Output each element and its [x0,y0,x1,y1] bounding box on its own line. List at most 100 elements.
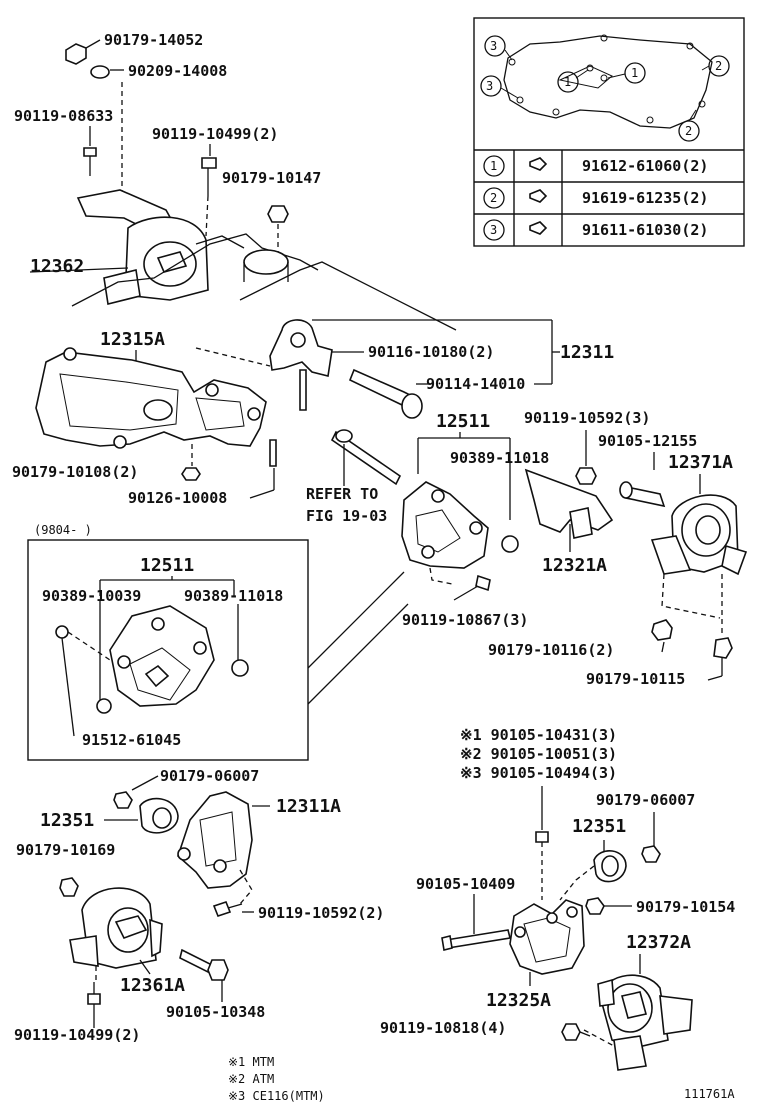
nut-90179-06007-right: 90179-06007 [596,791,695,863]
nut-90179-10169: 90179-10169 [16,841,115,897]
bracket-12311A: 12311A [177,791,341,905]
subview-9804: (9804- ) 12511 90389-10039 90389-11018 9… [27,523,309,761]
part-label: 2 [715,59,722,73]
part-label: 90119-10867(3) [402,611,528,629]
part-label: 12325A [486,990,551,1011]
washer-90209-14008: 90209-14008 [90,62,227,80]
part-label: 12511 [436,411,490,432]
bolt-90105-10348: 90105-10348 [166,948,265,1021]
part-label: 90116-10180(2) [368,343,494,361]
inset-panel: 3 1 1 3 2 2 1 91612-61060(2) 2 91619-612… [473,17,745,247]
nut-90179-10115: 90179-10115 [586,637,733,688]
part-label: 90105-12155 [598,432,697,450]
part-label: 91612-61060(2) [582,157,708,175]
part-label: 90179-06007 [596,791,695,809]
mount-12362: 12362 [29,189,209,305]
part-label: 12315A [100,329,165,350]
nut-90179-10108: 90179-10108(2) [12,444,201,481]
part-label: 1 [564,75,571,89]
part-label: 90119-10499(2) [152,125,278,143]
part-label: 12372A [626,932,691,953]
bush-12351-right: 12351 [559,816,627,901]
part-label: 91619-61235(2) [582,189,708,207]
part-label: 12371A [668,452,733,473]
bolt-90116-10180: 90116-10180(2) [332,343,494,361]
part-label: 90209-14008 [128,62,227,80]
part-label: 1 [631,66,638,80]
part-label: ※2 ATM [228,1072,274,1086]
bracket-12325A: 12325A [486,899,585,1011]
nut-90179-14052: 90179-14052 [65,31,203,65]
part-label: 90179-10147 [222,169,321,187]
callout-3-b: 3 [480,75,519,99]
part-label: 90179-06007 [160,767,259,785]
mount-12372A: 12372A [583,932,693,1071]
mount-12371A: 90105-12155 12371A [598,432,748,634]
part-label: 91611-61030(2) [582,221,708,239]
part-label: 12362 [30,256,84,277]
bush-12351-left: 12351 [40,797,179,834]
callout-1-b: 1 [607,62,646,84]
part-label: 90119-10499(2) [14,1026,140,1044]
bolt-90119-10499-bottom: 90119-10499(2) [14,982,140,1044]
bracket-12315A: 12315A [35,329,271,449]
part-label: 12311A [276,796,341,817]
part-label: 90126-10008 [128,489,227,507]
bracket-12511: 12511 90389-11018 [401,411,549,585]
part-label: 1 [490,159,497,173]
bolt-90119-10499-top: 90119-10499(2) [152,125,278,237]
part-label: 90119-08633 [14,107,113,125]
figure-code: 111761A [684,1087,735,1101]
part-label: 90389-11018 [184,587,283,605]
part-label: 90119-10592(3) [524,409,650,427]
footnotes: ※1 MTM ※2 ATM ※3 CE116(MTM) [228,1055,325,1103]
nut-90179-10154: 90179-10154 [585,897,735,916]
part-label: ※3 CE116(MTM) [228,1089,325,1103]
bracket-12311: 12311 [269,319,614,411]
bolt-refs: ※1 90105-10431(3) ※2 90105-10051(3) ※3 9… [460,726,617,900]
part-label: REFER TO [306,485,378,503]
part-label: 90179-10154 [636,898,735,916]
bracket-12321A: 90119-10592(3) 12321A [524,409,650,576]
bolt-90119-10592-b: 90119-10592(2) [212,901,384,922]
nut-90179-10116: 90179-10116(2) [488,619,673,659]
refer-fig: REFER TO FIG 19-03 [306,429,402,525]
part-label: 90114-14010 [426,375,525,393]
part-label: 90105-10348 [166,1003,265,1021]
part-label: 12361A [120,975,185,996]
part-label: 90119-10818(4) [380,1019,506,1037]
part-label: 90179-10169 [16,841,115,859]
table-row-3: 3 91611-61030(2) [483,219,708,241]
part-label: 12511 [140,555,194,576]
bolt-90114-14010: 90114-14010 [348,368,525,419]
bolt-90105-10409: 90105-10409 [416,875,515,951]
callout-3-a: 3 [484,35,513,61]
callout-2-a: 2 [701,55,730,77]
stud-90126-10008: 90126-10008 [128,439,277,507]
mount-12361A: 12361A [69,887,185,996]
part-label: ※1 90105-10431(3) [460,726,617,744]
part-label: 90119-10592(2) [258,904,384,922]
part-label: 90179-10116(2) [488,641,614,659]
part-label: ※1 MTM [228,1055,274,1069]
bolt-90119-08633: 90119-08633 [14,107,113,176]
part-label: 90389-11018 [450,449,549,467]
part-label: 90105-10409 [416,875,515,893]
table-row-1: 1 91612-61060(2) [483,155,708,177]
part-label: 90179-14052 [104,31,203,49]
bolt-90119-10867: 90119-10867(3) [402,574,528,629]
part-label: 12351 [40,810,94,831]
part-label: ※2 90105-10051(3) [460,745,617,763]
nut-90179-10147: 90179-10147 [222,169,321,256]
part-label: 91512-61045 [82,731,181,749]
part-label: ※3 90105-10494(3) [460,764,617,782]
part-label: 90179-10108(2) [12,463,138,481]
callout-1-a: 1 [557,69,589,93]
table-row-2: 2 91619-61235(2) [483,187,708,209]
bolt-90119-10818: 90119-10818(4) [380,1019,591,1041]
part-label: 12321A [542,555,607,576]
part-label: 90389-10039 [42,587,141,605]
nut-90179-06007-left: 90179-06007 [113,767,259,809]
part-label: 12311 [560,342,614,363]
